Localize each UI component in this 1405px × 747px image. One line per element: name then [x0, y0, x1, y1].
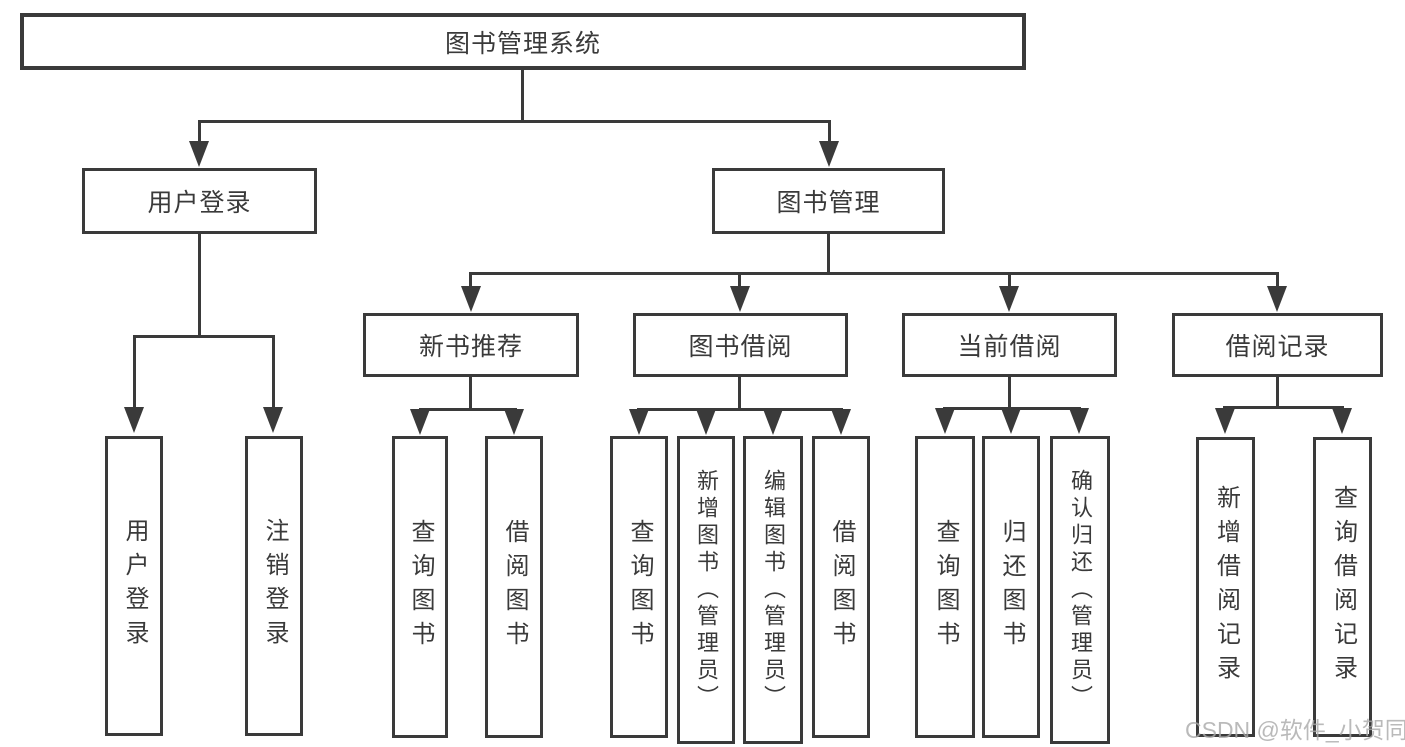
arrow-down-icon	[263, 407, 283, 433]
arrow-down-icon	[696, 409, 716, 435]
arrow-down-icon	[999, 286, 1019, 312]
leaf-borrow-query-books: 查询图书	[610, 436, 668, 738]
node-borrow-records: 借阅记录	[1172, 313, 1383, 377]
connector-line	[828, 120, 831, 145]
leaf-newbook-borrow-books: 借阅图书	[485, 436, 543, 738]
leaf-borrow-edit-books-admin: 编辑图书（管理员）	[743, 436, 803, 744]
arrow-down-icon	[935, 408, 955, 434]
connector-line	[738, 272, 741, 288]
leaf-current-query-books: 查询图书	[915, 436, 975, 738]
leaf-records-query-record: 查询借阅记录	[1313, 437, 1372, 737]
arrow-down-icon	[461, 286, 481, 312]
connector-line	[1008, 377, 1011, 407]
node-book-management: 图书管理	[712, 168, 945, 234]
arrow-down-icon	[189, 141, 209, 167]
node-book-borrow: 图书借阅	[633, 313, 848, 377]
connector-line	[198, 120, 201, 145]
arrow-down-icon	[1332, 408, 1352, 434]
arrow-down-icon	[1069, 408, 1089, 434]
connector-line	[469, 272, 472, 288]
leaf-user-login: 用户登录	[105, 436, 163, 736]
arrow-down-icon	[730, 286, 750, 312]
connector-line	[469, 272, 1279, 275]
leaf-current-return-books: 归还图书	[982, 436, 1040, 738]
connector-line	[198, 234, 201, 335]
connector-line	[133, 335, 275, 338]
arrow-down-icon	[1215, 408, 1235, 434]
connector-line	[827, 234, 830, 272]
arrow-down-icon	[629, 409, 649, 435]
leaf-logout-login: 注销登录	[245, 436, 303, 736]
arrow-down-icon	[124, 407, 144, 433]
connector-line	[1276, 272, 1279, 288]
leaf-newbook-query-books: 查询图书	[392, 436, 448, 738]
connector-line	[521, 70, 524, 120]
arrow-down-icon	[831, 409, 851, 435]
connector-line	[1276, 377, 1279, 406]
leaf-borrow-add-books-admin: 新增图书（管理员）	[677, 436, 735, 744]
leaf-borrow-borrow-books: 借阅图书	[812, 436, 870, 738]
connector-line	[1223, 406, 1344, 409]
connector-line	[419, 408, 517, 411]
arrow-down-icon	[1267, 286, 1287, 312]
csdn-watermark: CSDN @软件_小贺同学	[1185, 717, 1405, 743]
leaf-current-confirm-return-admin: 确认归还（管理员）	[1050, 436, 1110, 744]
connector-line	[272, 335, 275, 409]
connector-line	[637, 408, 843, 411]
connector-line	[1008, 272, 1011, 288]
node-library-system: 图书管理系统	[20, 13, 1026, 70]
arrow-down-icon	[504, 409, 524, 435]
leaf-records-add-record: 新增借阅记录	[1196, 437, 1255, 737]
arrow-down-icon	[410, 409, 430, 435]
node-user-login: 用户登录	[82, 168, 317, 234]
node-current-borrow: 当前借阅	[902, 313, 1117, 377]
arrow-down-icon	[1001, 408, 1021, 434]
connector-line	[469, 377, 472, 408]
connector-line	[198, 120, 831, 123]
arrow-down-icon	[763, 409, 783, 435]
connector-line	[133, 335, 136, 409]
arrow-down-icon	[819, 141, 839, 167]
connector-line	[738, 377, 741, 408]
node-new-book-recommend: 新书推荐	[363, 313, 579, 377]
